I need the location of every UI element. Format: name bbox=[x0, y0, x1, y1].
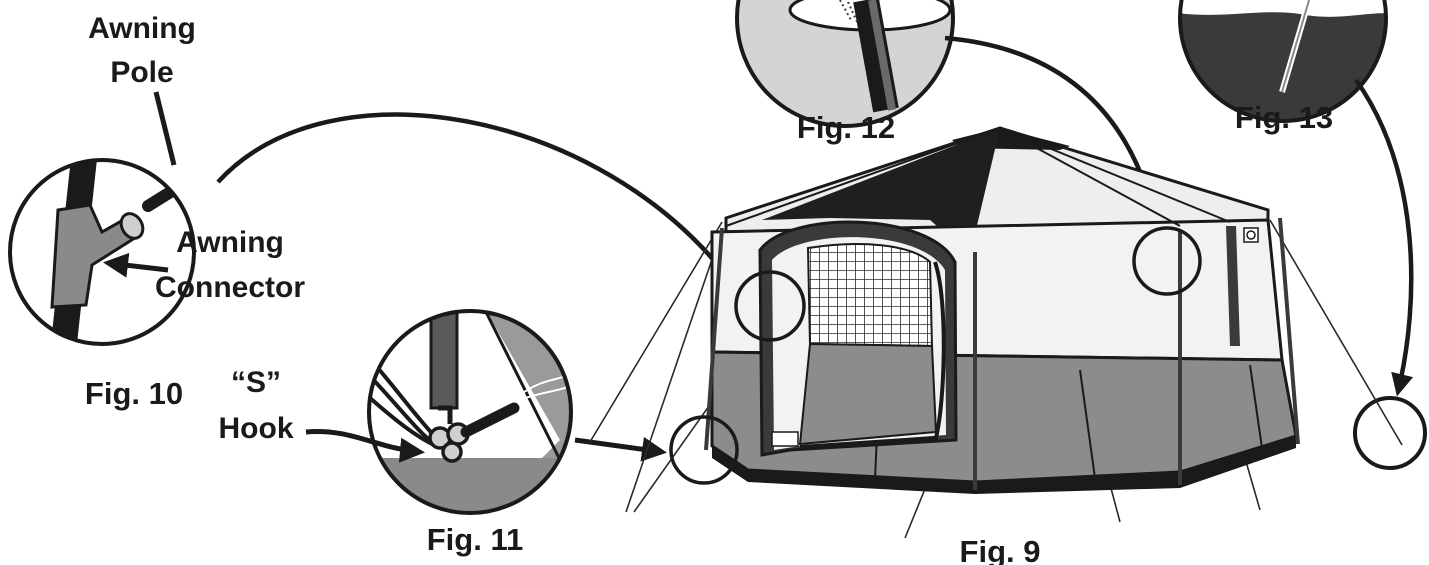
awning-pole-label-line1: Awning bbox=[88, 12, 196, 45]
fig11-caption: Fig. 11 bbox=[427, 522, 523, 557]
awning-connector-label-line2: Connector bbox=[155, 271, 305, 304]
tent-callout-awning-connector bbox=[734, 270, 806, 342]
awning-connector-arrow bbox=[103, 252, 169, 278]
fig11-detail-inset bbox=[367, 309, 573, 515]
awning-pole-label-line2: Pole bbox=[110, 56, 173, 89]
s-hook-label-line2: Hook bbox=[219, 412, 294, 445]
fig10-to-tent-arrow bbox=[216, 112, 733, 284]
fig13-caption: Fig. 13 bbox=[1235, 100, 1333, 135]
stake-callout-circle bbox=[1353, 396, 1427, 470]
fig10-detail-inset bbox=[8, 158, 196, 346]
fig9-caption: Fig. 9 bbox=[960, 534, 1041, 565]
tent-illustration bbox=[589, 126, 1403, 539]
tent-callout-s-hook bbox=[669, 415, 739, 485]
awning-connector-label-line1: Awning bbox=[176, 226, 284, 259]
fig13-to-stake-arrow bbox=[1354, 78, 1414, 397]
s-hook-label-line1: “S” bbox=[231, 366, 281, 399]
fig12-detail-inset bbox=[735, 0, 955, 128]
awning-pole-leader bbox=[153, 91, 177, 166]
s-hook-arrow bbox=[305, 428, 425, 463]
fig12-caption: Fig. 12 bbox=[797, 110, 895, 145]
tent-callout-roof-pole bbox=[1132, 226, 1202, 296]
fig10-caption: Fig. 10 bbox=[85, 376, 183, 411]
